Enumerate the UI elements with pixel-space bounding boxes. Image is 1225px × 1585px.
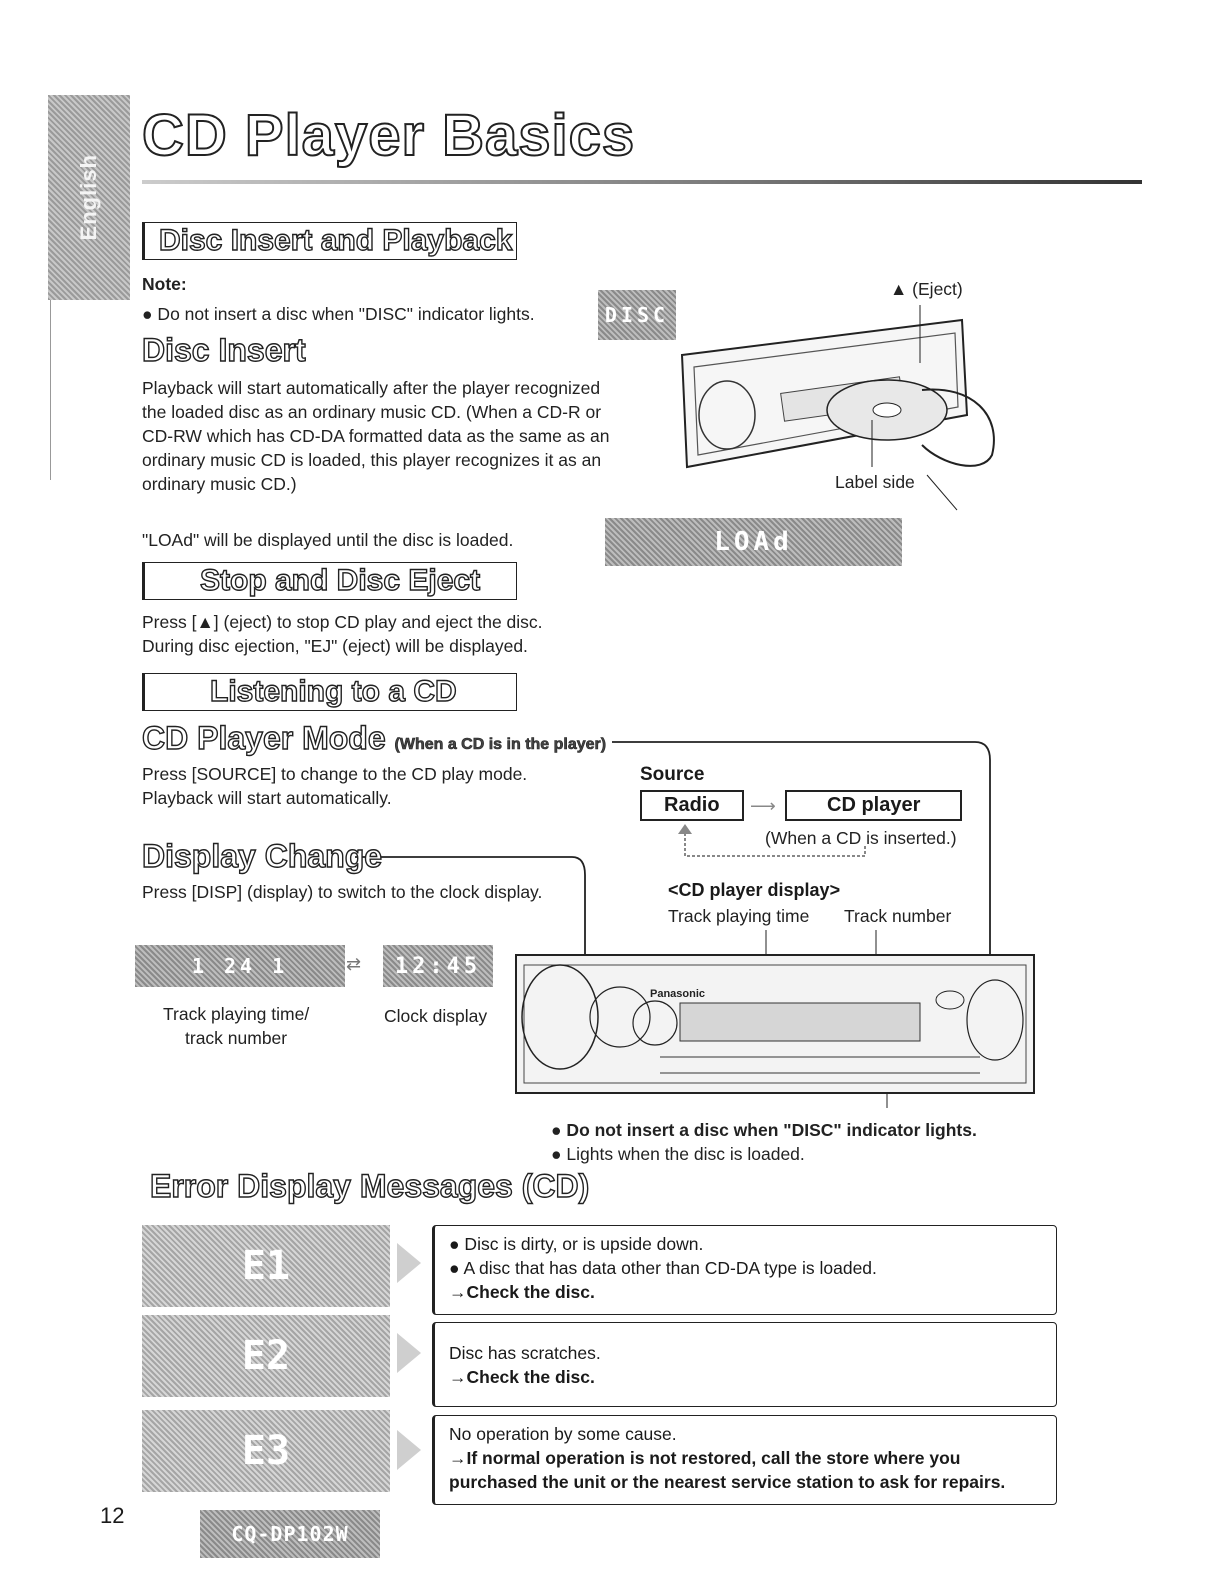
caption-track-1: Track playing time/ xyxy=(163,1004,310,1024)
page-number: 12 xyxy=(100,1503,125,1528)
load-lcd: LOAd xyxy=(605,518,902,566)
source-label: Source xyxy=(640,764,705,785)
caption-track-2: track number xyxy=(185,1028,288,1048)
error-box-e1: ● Disc is dirty, or is upside down. ● A … xyxy=(432,1225,1057,1315)
error-lcd-e3: E3 xyxy=(142,1410,390,1492)
error-box-e3: No operation by some cause. →If normal o… xyxy=(432,1415,1057,1505)
swap-arrow-icon: ⇄ xyxy=(346,954,362,974)
track-time-label: Track playing time xyxy=(668,906,810,926)
listening-heading: Listening to a CD xyxy=(142,673,517,711)
stop-eject-heading: Stop and Disc Eject xyxy=(142,562,517,600)
disc-indicator-lcd: DISC xyxy=(598,290,676,340)
disc-warning: ● Do not insert a disc when "DISC" indic… xyxy=(551,1120,977,1140)
cd-mode-note: (When a CD is in the player) xyxy=(394,736,607,754)
disc-insert-illustration xyxy=(680,305,995,511)
error-e1-line-1: ● Disc is dirty, or is upside down. xyxy=(449,1234,704,1254)
display-line: Press [DISP] (display) to switch to the … xyxy=(142,882,543,902)
caption-clock: Clock display xyxy=(384,1006,488,1026)
cd-display-label: <CD player display> xyxy=(668,880,841,900)
track-time-lcd: 1 24 1 xyxy=(135,945,345,987)
error-e3-line-1: No operation by some cause. xyxy=(449,1424,677,1444)
arrow-right-icon xyxy=(397,1430,421,1470)
cd-mode-heading-text: CD Player Mode xyxy=(141,719,386,756)
arrow-right-icon xyxy=(397,1333,421,1373)
error-e1-action: →Check the disc. xyxy=(449,1282,595,1302)
page-title: CD Player Basics xyxy=(141,102,636,169)
error-lcd-e2: E2 xyxy=(142,1315,390,1397)
error-e2-line-1: Disc has scratches. xyxy=(449,1343,601,1363)
language-tab-label: English xyxy=(76,154,101,241)
load-text: "LOAd" will be displayed until the disc … xyxy=(142,530,514,550)
error-e1-line-2: ● A disc that has data other than CD-DA … xyxy=(449,1258,877,1278)
error-e3-action: →If normal operation is not restored, ca… xyxy=(449,1448,1006,1492)
eject-label: ▲ (Eject) xyxy=(890,279,963,299)
disc-insert-subheading: Disc Insert xyxy=(141,331,306,368)
clock-lcd: 12:45 xyxy=(383,945,493,987)
arrow-right-icon: ⟶ xyxy=(750,796,776,816)
arrow-right-icon xyxy=(397,1243,421,1283)
track-number-label: Track number xyxy=(844,906,952,926)
stop-line-2: During disc ejection, "EJ" (eject) will … xyxy=(142,636,528,656)
display-change-heading: Display Change xyxy=(141,837,383,874)
cd-mode-heading: CD Player Mode (When a CD is in the play… xyxy=(141,719,607,757)
label-side-label: Label side xyxy=(835,472,915,492)
note-label: Note: xyxy=(142,274,187,294)
margin-line xyxy=(50,300,51,480)
mode-line-2: Playback will start automatically. xyxy=(142,788,392,808)
error-e2-action: →Check the disc. xyxy=(449,1367,595,1387)
language-tab: English xyxy=(48,95,130,300)
cd-player-box: CD player xyxy=(785,790,963,821)
disc-insert-paragraph: Playback will start automatically after … xyxy=(142,378,610,494)
stop-line-1: Press [▲] (eject) to stop CD play and ej… xyxy=(142,612,543,632)
title-rule xyxy=(142,180,1142,184)
mode-line-1: Press [SOURCE] to change to the CD play … xyxy=(142,764,528,784)
error-box-e2: Disc has scratches. →Check the disc. xyxy=(432,1322,1057,1407)
error-heading: Error Display Messages (CD) xyxy=(149,1167,590,1204)
svg-text:Panasonic: Panasonic xyxy=(650,988,705,1000)
disc-insert-heading: Disc Insert and Playback xyxy=(142,222,517,260)
cd-receiver-illustration: Panasonic xyxy=(515,954,1035,1094)
radio-box: Radio xyxy=(640,790,744,821)
model-badge: CQ-DP102W xyxy=(200,1510,380,1558)
error-lcd-e1: E1 xyxy=(142,1225,390,1307)
lights-note: ● Lights when the disc is loaded. xyxy=(551,1144,805,1164)
note-text: ● Do not insert a disc when "DISC" indic… xyxy=(142,304,535,324)
return-arrow-icon xyxy=(678,824,866,857)
